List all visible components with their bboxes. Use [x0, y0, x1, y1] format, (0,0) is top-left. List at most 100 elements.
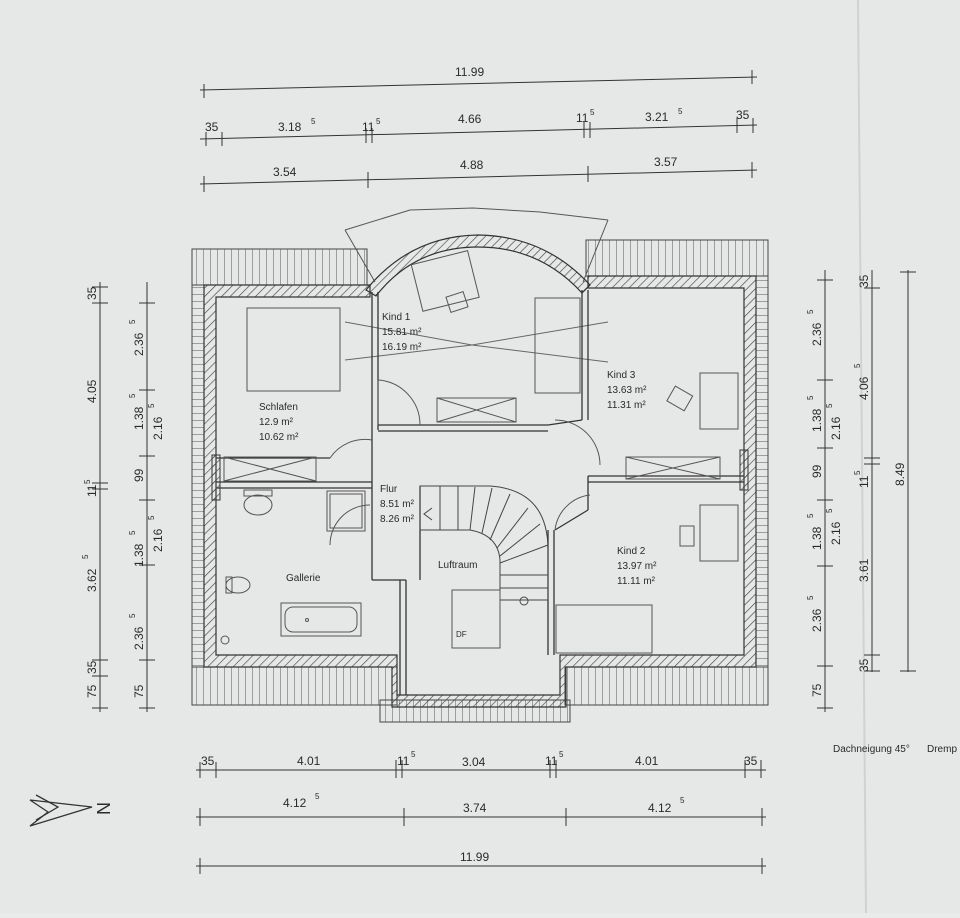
- dim-sup: 5: [128, 613, 137, 618]
- dim-bottom-11-right: 11: [545, 754, 558, 768]
- roof-line: [344, 344, 473, 361]
- roof-line: [344, 321, 473, 346]
- dim-top-488: 4.88: [460, 158, 484, 172]
- dim-sup: 5: [806, 513, 815, 518]
- dim-sup: 5: [147, 515, 156, 520]
- dimension-lines-left: [92, 282, 155, 712]
- dim-left-35-bottom: 35: [85, 660, 99, 674]
- dim-left-35-top: 35: [85, 286, 99, 300]
- paper-fold: [857, 0, 867, 914]
- washbasin: [243, 494, 273, 516]
- roof-eave-top-left: [191, 248, 368, 286]
- room-label-gallerie: Gallerie: [286, 573, 321, 584]
- dim-right-4065: 4.06: [857, 376, 871, 400]
- room-label-schlafen: Schlafen: [259, 402, 298, 413]
- dim-right-1385-top: 1.38: [810, 408, 824, 432]
- dim-sup: 5: [680, 796, 685, 805]
- dimension-text-left: 35 4.05 11 5 3.62 5 75 2.36 5 1.38 5 99 …: [81, 286, 165, 698]
- bed-schlafen: [246, 307, 341, 392]
- north-arrow-icon: [29, 799, 93, 827]
- dim-left-2365-bottom: 2.36: [132, 626, 146, 650]
- room-area-flur-a: 8.51 m²: [380, 499, 415, 510]
- dimension-lines-top: [199, 70, 758, 192]
- room-area-kind1-a: 15.81 m²: [382, 327, 422, 338]
- roof-eave-right: [755, 275, 769, 668]
- dim-left-99: 99: [132, 468, 146, 482]
- dim-left-3625: 3.62: [85, 568, 99, 592]
- dim-left-75-inner: 75: [132, 684, 146, 698]
- dimension-lines-bottom: [196, 760, 766, 874]
- dim-top-354: 3.54: [273, 165, 297, 179]
- dim-sup: 5: [559, 750, 564, 759]
- dim-left-2165-top: 2.16: [151, 416, 165, 440]
- shower: [326, 490, 366, 532]
- wall-stub: [739, 449, 749, 491]
- dim-right-361: 3.61: [857, 558, 871, 582]
- dim-sup: 5: [853, 363, 862, 368]
- north-label: N: [93, 802, 113, 815]
- chair-kind1: [445, 290, 469, 314]
- dim-sup: 5: [853, 470, 862, 475]
- dim-top-321: 3.21: [645, 110, 669, 124]
- dim-bottom-11-left: 11: [397, 754, 410, 768]
- roof-eave-bottom-left: [191, 666, 398, 706]
- dim-sup: 5: [590, 108, 595, 117]
- dim-right-35-bottom: 35: [857, 658, 871, 672]
- dim-left-11: 11: [85, 484, 99, 497]
- desk-kind2: [699, 504, 739, 562]
- dim-right-75: 75: [810, 683, 824, 697]
- dim-bottom-total: 11.99: [460, 850, 489, 864]
- dim-bottom-35-right: 35: [744, 754, 758, 768]
- roof-line: [471, 321, 609, 346]
- roof-eave-top-right: [585, 239, 769, 277]
- dim-left-405: 4.05: [85, 379, 99, 403]
- dormer-roof-outline: [344, 207, 609, 231]
- desk-kind1: [410, 250, 480, 312]
- dim-right-2365-top: 2.36: [810, 322, 824, 346]
- roof-eave-bottom-right: [564, 666, 769, 706]
- room-area-kind1-b: 16.19 m²: [382, 342, 422, 353]
- room-area-kind2-a: 13.97 m²: [617, 561, 657, 572]
- wardrobe-schlafen: [223, 456, 317, 482]
- dormer-edge: [344, 229, 376, 283]
- dim-top-35-left: 35: [205, 120, 219, 134]
- north-arrow: N: [29, 794, 113, 827]
- dim-left-75: 75: [85, 684, 99, 698]
- dim-sup: 5: [825, 403, 834, 408]
- dim-left-1385-top: 1.38: [132, 406, 146, 430]
- room-label-flur: Flur: [380, 484, 398, 495]
- dim-sup: 5: [411, 750, 416, 759]
- furniture: [220, 250, 739, 654]
- dim-sup: 5: [315, 792, 320, 801]
- dim-right-1385-bottom: 1.38: [810, 526, 824, 550]
- dim-top-35-right: 35: [736, 108, 750, 122]
- dim-right-2165-top: 2.16: [829, 416, 843, 440]
- dimension-lines-right: [817, 270, 916, 712]
- dormer-edge: [582, 219, 609, 283]
- roof-eave-left: [191, 284, 205, 668]
- dim-sup: 5: [83, 479, 92, 484]
- dim-sup: 5: [825, 508, 834, 513]
- dim-bottom-304: 3.04: [462, 755, 486, 769]
- dim-bottom-4125-left: 4.12: [283, 796, 307, 810]
- dim-sup: 5: [806, 595, 815, 600]
- chair-kind2: [679, 525, 695, 547]
- staircase[interactable]: [419, 485, 549, 606]
- dim-top-357: 3.57: [654, 155, 678, 169]
- wardrobe-kind3: [625, 456, 721, 480]
- bed-kind3: [534, 297, 581, 394]
- dim-right-35-top: 35: [857, 274, 871, 288]
- dim-right-99: 99: [810, 464, 824, 478]
- dim-left-2165-bottom: 2.16: [151, 528, 165, 552]
- dim-bottom-35-left: 35: [201, 754, 215, 768]
- outer-wall: [203, 275, 757, 708]
- inner-walls: [216, 290, 744, 695]
- dim-sup: 5: [806, 309, 815, 314]
- dim-top-11-right: 11: [576, 111, 589, 125]
- dim-top-total: 11.99: [455, 65, 484, 79]
- dim-sup: 5: [147, 403, 156, 408]
- dim-bottom-4125-right: 4.12: [648, 801, 672, 815]
